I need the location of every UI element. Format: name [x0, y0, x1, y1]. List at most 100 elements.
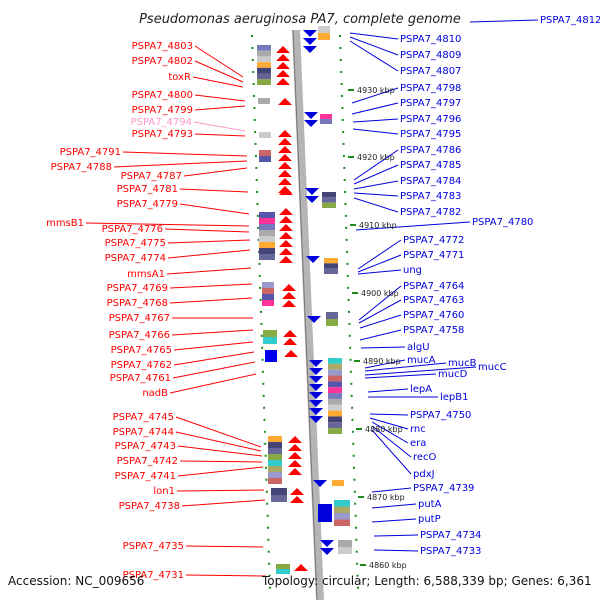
gene-label-right[interactable]: PSPA7_4810 [400, 34, 461, 45]
gene-label-left[interactable]: PSPA7_4802 [132, 56, 193, 67]
gene-label-right[interactable]: PSPA7_4734 [420, 530, 481, 541]
forward-gene[interactable] [279, 248, 293, 255]
gene-label-left[interactable]: PSPA7_4779 [117, 199, 178, 210]
gene-label-left[interactable]: PSPA7_4788 [51, 162, 112, 173]
forward-gene[interactable] [288, 452, 302, 459]
gene-label-right[interactable]: PSPA7_4797 [400, 98, 461, 109]
reverse-gene[interactable] [303, 46, 317, 53]
gene-label-left[interactable]: PSPA7_4787 [121, 171, 182, 182]
reverse-gene[interactable] [306, 256, 320, 263]
forward-gene[interactable] [282, 292, 296, 299]
gene-label-right[interactable]: rnc [410, 424, 426, 435]
forward-gene[interactable] [276, 78, 290, 85]
gene-label-right[interactable]: PSPA7_4771 [403, 250, 464, 261]
forward-gene[interactable] [288, 436, 302, 443]
reverse-gene[interactable] [305, 196, 319, 203]
forward-gene[interactable] [283, 338, 297, 345]
gene-label-left[interactable]: PSPA7_4767 [109, 313, 170, 324]
gene-label-right[interactable]: PSPA7_4796 [400, 114, 461, 125]
forward-gene[interactable] [282, 300, 296, 307]
reverse-gene[interactable] [304, 112, 318, 119]
gene-label-left[interactable]: mmsB1 [46, 218, 84, 229]
gene-label-left[interactable]: PSPA7_4744 [113, 427, 174, 438]
reverse-gene[interactable] [309, 392, 323, 399]
forward-gene[interactable] [288, 444, 302, 451]
gene-label-left[interactable]: PSPA7_4735 [123, 541, 184, 552]
gene-label-left[interactable]: PSPA7_4731 [123, 570, 184, 581]
forward-gene[interactable] [290, 488, 304, 495]
gene-label-left[interactable]: PSPA7_4738 [119, 501, 180, 512]
gene-label-right[interactable]: PSPA7_4739 [413, 483, 474, 494]
reverse-gene[interactable] [303, 30, 317, 37]
gene-label-right[interactable]: PSPA7_4750 [410, 410, 471, 421]
reverse-gene[interactable] [320, 548, 334, 555]
gene-label-right[interactable]: PSPA7_4795 [400, 129, 461, 140]
gene-label-right[interactable]: PSPA7_4785 [400, 160, 461, 171]
forward-gene[interactable] [278, 178, 292, 185]
forward-gene[interactable] [294, 564, 308, 571]
gene-label-left[interactable]: PSPA7_4745 [113, 412, 174, 423]
forward-gene[interactable] [279, 256, 293, 263]
gene-label-left[interactable]: PSPA7_4762 [111, 360, 172, 371]
gene-label-right[interactable]: mucD [438, 369, 468, 380]
gene-label-right[interactable]: algU [407, 342, 430, 353]
gene-label-left[interactable]: nadB [142, 388, 168, 399]
gene-label-right[interactable]: mucC [478, 362, 507, 373]
forward-gene[interactable] [278, 162, 292, 169]
gene-label-right[interactable]: mucA [407, 355, 436, 366]
forward-gene[interactable] [279, 208, 293, 215]
gene-label-left[interactable]: PSPA7_4800 [132, 90, 193, 101]
gene-label-left[interactable]: PSPA7_4765 [111, 345, 172, 356]
reverse-gene[interactable] [303, 38, 317, 45]
gene-label-left[interactable]: PSPA7_4803 [132, 41, 193, 52]
gene-label-left[interactable]: PSPA7_4793 [132, 129, 193, 140]
reverse-gene[interactable] [309, 400, 323, 407]
gene-label-right[interactable]: PSPA7_4733 [420, 546, 481, 557]
gene-label-left[interactable]: lon1 [153, 486, 175, 497]
gene-label-left[interactable]: PSPA7_4774 [105, 253, 166, 264]
forward-gene[interactable] [279, 232, 293, 239]
gene-label-left[interactable]: mmsA1 [127, 269, 165, 280]
gene-label-left[interactable]: PSPA7_4742 [117, 456, 178, 467]
gene-label-right[interactable]: PSPA7_4764 [403, 281, 464, 292]
gene-label-right[interactable]: PSPA7_4763 [403, 295, 464, 306]
forward-gene[interactable] [276, 70, 290, 77]
gene-label-right[interactable]: PSPA7_4758 [403, 325, 464, 336]
gene-label-left[interactable]: PSPA7_4775 [105, 238, 166, 249]
forward-gene[interactable] [279, 224, 293, 231]
gene-label-right[interactable]: recO [413, 452, 437, 463]
reverse-gene[interactable] [305, 188, 319, 195]
forward-gene[interactable] [278, 154, 292, 161]
gene-label-right[interactable]: PSPA7_4798 [400, 83, 461, 94]
gene-label-right[interactable]: era [410, 438, 426, 449]
forward-gene[interactable] [278, 146, 292, 153]
forward-gene[interactable] [278, 130, 292, 137]
forward-gene[interactable] [278, 138, 292, 145]
reverse-gene[interactable] [309, 384, 323, 391]
gene-label-right[interactable]: PSPA7_4809 [400, 50, 461, 61]
gene-label-left[interactable]: PSPA7_4761 [110, 373, 171, 384]
gene-label-right[interactable]: PSPA7_4812 [540, 15, 600, 26]
gene-label-left[interactable]: PSPA7_4766 [109, 330, 170, 341]
forward-gene[interactable] [278, 170, 292, 177]
gene-label-left[interactable]: PSPA7_4768 [107, 298, 168, 309]
forward-gene[interactable] [283, 330, 297, 337]
forward-gene[interactable] [279, 216, 293, 223]
forward-gene[interactable] [276, 54, 290, 61]
gene-label-left[interactable]: PSPA7_4794 [131, 117, 192, 128]
gene-label-right[interactable]: lepA [410, 384, 432, 395]
reverse-gene[interactable] [313, 480, 327, 487]
reverse-gene[interactable] [309, 416, 323, 423]
reverse-gene[interactable] [304, 120, 318, 127]
gene-label-right[interactable]: mucB [448, 358, 477, 369]
gene-label-right[interactable]: pdxJ [413, 469, 435, 480]
gene-label-right[interactable]: PSPA7_4782 [400, 207, 461, 218]
reverse-gene[interactable] [309, 376, 323, 383]
forward-gene[interactable] [284, 350, 298, 357]
gene-label-left[interactable]: PSPA7_4776 [102, 224, 163, 235]
gene-label-left[interactable]: PSPA7_4743 [115, 441, 176, 452]
gene-label-right[interactable]: PSPA7_4760 [403, 310, 464, 321]
gene-label-right[interactable]: PSPA7_4783 [400, 191, 461, 202]
gene-label-right[interactable]: ung [403, 265, 422, 276]
forward-gene[interactable] [290, 496, 304, 503]
